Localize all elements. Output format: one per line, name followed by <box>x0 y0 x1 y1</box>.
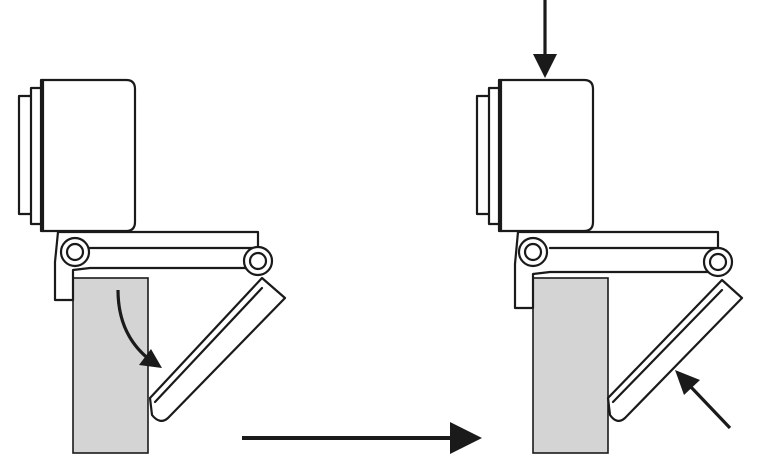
pivot-right-b <box>702 246 734 278</box>
clip-top-right <box>513 230 734 310</box>
pivot-right-a <box>517 236 549 268</box>
step-after-panel <box>475 0 744 454</box>
monitor-edge-right <box>532 277 609 454</box>
arrow-right-icon <box>242 422 482 454</box>
pivot-left-a <box>59 236 91 268</box>
clip-leg-right <box>606 278 744 422</box>
clip-leg-left <box>148 276 287 422</box>
arrow-down-icon <box>533 0 557 78</box>
arrow-curved-icon <box>116 289 162 368</box>
arrow-up-left-icon <box>675 370 732 430</box>
monitor-edge-left <box>72 277 149 454</box>
step-before-panel <box>17 78 287 454</box>
webcam-body-right <box>475 78 595 233</box>
clip-top-left <box>53 230 274 302</box>
webcam-body-left <box>17 78 137 233</box>
pivot-left-b <box>242 245 274 277</box>
